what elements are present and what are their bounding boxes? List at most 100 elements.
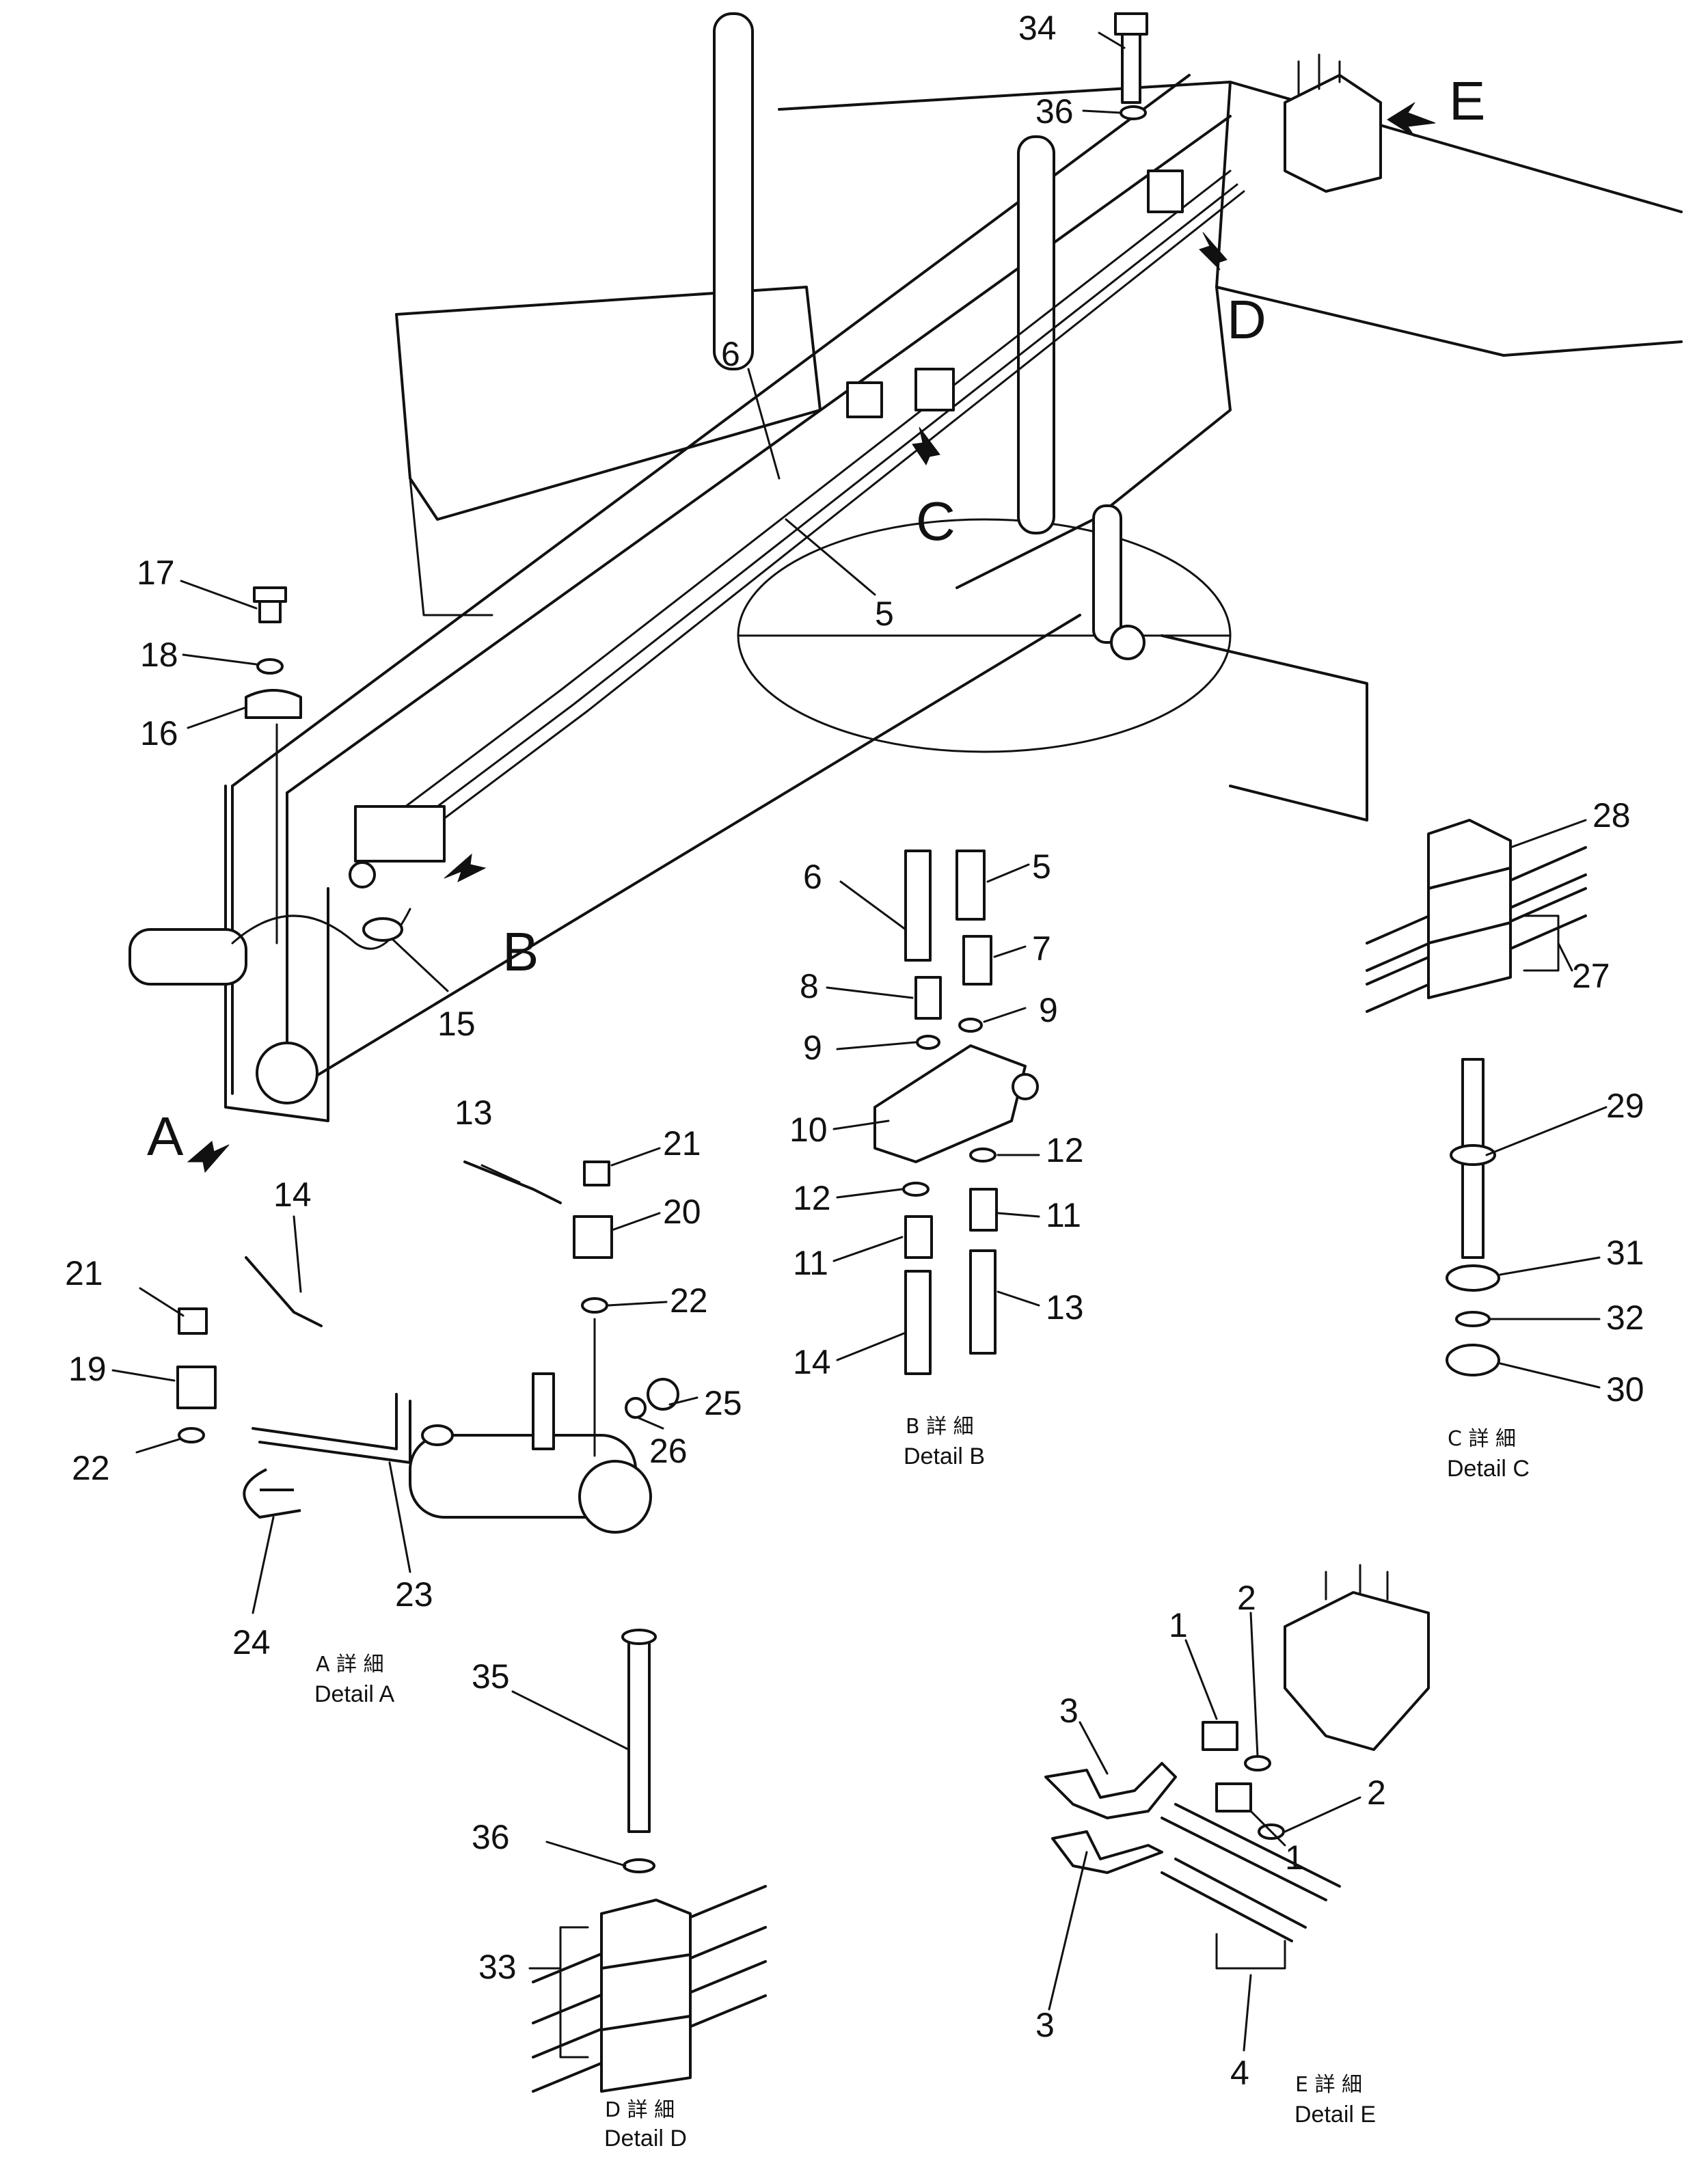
caption-a-jp: A 詳 細 bbox=[316, 1653, 384, 1676]
tube-line-5 bbox=[368, 169, 1232, 835]
caption-c-jp: C 詳 細 bbox=[1448, 1427, 1516, 1451]
detail-b-block-port bbox=[1012, 1073, 1039, 1100]
leader-19 bbox=[111, 1369, 176, 1382]
leader-6-b bbox=[839, 880, 907, 931]
detail-a-washer-26 bbox=[625, 1397, 647, 1419]
leader-5 bbox=[785, 518, 876, 596]
part-label-20: 20 bbox=[663, 1193, 701, 1231]
caption-d-en: Detail D bbox=[604, 2126, 687, 2151]
part-label-2-top: 2 bbox=[1237, 1579, 1256, 1617]
leader-2-bottom bbox=[1284, 1796, 1361, 1833]
part-label-11-left: 11 bbox=[793, 1244, 828, 1282]
leader-3-bottom bbox=[1048, 1851, 1088, 2011]
part-label-6-b: 6 bbox=[803, 858, 822, 896]
detail-e-tube-4-lower bbox=[1161, 1858, 1307, 1942]
leader-11-right bbox=[997, 1212, 1040, 1218]
part-label-5: 5 bbox=[875, 595, 894, 633]
leader-16 bbox=[187, 706, 247, 729]
frame-rear bbox=[778, 81, 1683, 357]
tilt-cylinder bbox=[128, 928, 247, 986]
leader-13-a bbox=[480, 1164, 521, 1184]
main-assembly bbox=[128, 12, 1683, 1122]
leader-30 bbox=[1499, 1362, 1601, 1389]
caption-b-en: Detail B bbox=[904, 1443, 985, 1469]
leader-29 bbox=[1485, 1106, 1608, 1156]
detail-a bbox=[176, 1160, 679, 1534]
frame-side bbox=[955, 286, 1232, 589]
part-label-10: 10 bbox=[789, 1111, 828, 1149]
part-label-14-a: 14 bbox=[273, 1176, 312, 1214]
leader-22-right bbox=[607, 1301, 668, 1307]
detail-b-tube-6 bbox=[904, 850, 932, 962]
part-label-33: 33 bbox=[478, 1948, 517, 1986]
blade-outline bbox=[395, 286, 822, 521]
control-valve-levers bbox=[1297, 53, 1341, 97]
detail-e-bracket-4 bbox=[1215, 1933, 1286, 1970]
detail-c-nut-30 bbox=[1446, 1344, 1500, 1376]
leader-15 bbox=[392, 938, 449, 992]
leader-21-left bbox=[139, 1287, 185, 1317]
detail-d-washer-36 bbox=[623, 1858, 655, 1873]
pipe-bracket-16 bbox=[245, 689, 302, 719]
leader-9-left bbox=[836, 1041, 917, 1050]
leader-7 bbox=[993, 945, 1027, 958]
caption-c-en: Detail C bbox=[1447, 1456, 1530, 1482]
detail-e-hose-3-bottom bbox=[1051, 1830, 1163, 1874]
bolt-34 bbox=[1121, 26, 1141, 104]
part-label-21-right: 21 bbox=[663, 1124, 701, 1163]
detail-b-adapter-7 bbox=[962, 935, 992, 986]
lift-cylinder-left bbox=[713, 12, 754, 370]
part-label-32: 32 bbox=[1606, 1299, 1644, 1337]
detail-letter-c: C bbox=[916, 491, 955, 552]
part-label-36-top: 36 bbox=[1035, 92, 1074, 131]
detail-b-adapter-11-right bbox=[969, 1188, 998, 1232]
detail-letter-b: B bbox=[502, 921, 539, 982]
tube-clamp-3 bbox=[1147, 169, 1184, 213]
caption-e-jp: E 詳 細 bbox=[1295, 2073, 1362, 2097]
part-label-11-right: 11 bbox=[1046, 1196, 1081, 1234]
part-label-31: 31 bbox=[1606, 1234, 1644, 1272]
detail-b-oring-9-right bbox=[958, 1018, 983, 1033]
detail-e-oring-2-top bbox=[1244, 1755, 1271, 1771]
leader-10 bbox=[832, 1119, 890, 1130]
leader-14-a bbox=[293, 1215, 302, 1293]
detail-letter-a: A bbox=[147, 1106, 184, 1167]
detail-letters: E D C B A bbox=[147, 70, 1485, 1167]
leader-20 bbox=[610, 1212, 661, 1232]
tube-line-extra bbox=[395, 190, 1245, 856]
part-label-1-bottom: 1 bbox=[1285, 1838, 1304, 1877]
detail-e-valve bbox=[1284, 1591, 1430, 1751]
caption-e-en: Detail E bbox=[1294, 2102, 1376, 2128]
leader-14-b bbox=[836, 1331, 907, 1361]
leader-24 bbox=[252, 1516, 275, 1614]
detail-a-cylinder-eye bbox=[578, 1460, 652, 1534]
part-label-13-b: 13 bbox=[1046, 1288, 1084, 1327]
detail-b-adapter-11-left bbox=[904, 1215, 933, 1259]
part-label-7: 7 bbox=[1032, 929, 1051, 968]
detail-c-bracket-27 bbox=[1523, 914, 1560, 972]
detail-a-tube-13 bbox=[463, 1160, 562, 1204]
part-label-12-right: 12 bbox=[1046, 1131, 1084, 1169]
leader-23 bbox=[388, 1461, 411, 1573]
detail-b-tube-14 bbox=[904, 1270, 932, 1375]
detail-b-tube-5 bbox=[955, 850, 986, 921]
detail-c-nut-31 bbox=[1446, 1264, 1500, 1292]
leader-17 bbox=[180, 580, 258, 610]
leader-2-top bbox=[1249, 1612, 1259, 1758]
distribution-block bbox=[354, 805, 446, 863]
part-label-27: 27 bbox=[1572, 957, 1610, 995]
part-label-29: 29 bbox=[1606, 1087, 1644, 1125]
leader-36-d bbox=[545, 1841, 627, 1867]
distribution-fitting bbox=[349, 861, 376, 888]
leader-35 bbox=[511, 1690, 630, 1751]
leader-4 bbox=[1243, 1974, 1252, 2052]
part-label-22-right: 22 bbox=[670, 1281, 708, 1320]
detail-a-tube-23 bbox=[252, 1393, 398, 1450]
detail-letter-d: D bbox=[1227, 289, 1266, 350]
leader-22-left bbox=[135, 1437, 182, 1454]
detail-d-clamp-bottom bbox=[600, 2015, 692, 2093]
arrow-a bbox=[187, 1141, 230, 1173]
detail-a-nut-25 bbox=[647, 1378, 679, 1411]
blade-edge bbox=[409, 477, 493, 616]
